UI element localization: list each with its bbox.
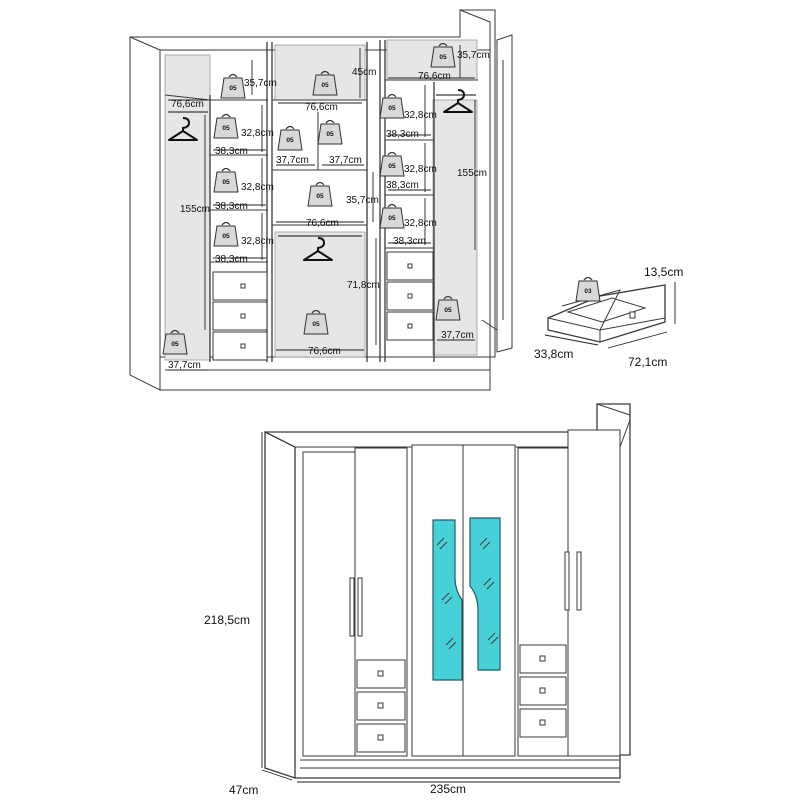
dim-label: 45cm [352,67,376,78]
dim-label: 76,6cm [171,99,204,110]
dim-label: 38,3cm [386,180,419,191]
svg-text:05: 05 [229,85,237,92]
svg-text:05: 05 [222,233,230,240]
dim-label: 76,6cm [305,102,338,113]
drawer-height-label: 13,5cm [644,265,683,279]
interior-view: 05 05 05 05 05 05 05 05 05 05 05 05 05 0… [129,9,513,391]
open-door [496,34,513,353]
svg-text:05: 05 [388,163,396,170]
dim-label: 37,7cm [168,360,201,371]
dim-label: 32,8cm [404,164,437,175]
svg-text:05: 05 [286,137,294,144]
dim-label: 38,3cm [393,236,426,247]
dim-label: 76,6cm [418,71,451,82]
dim-label: 35,7cm [346,195,379,206]
dim-label: 35,7cm [457,50,490,61]
dim-label: 38,3cm [215,146,248,157]
dim-label: 38,3cm [386,129,419,140]
dim-label: 38,3cm [215,201,248,212]
front-depth-label: 47cm [229,783,258,797]
svg-text:05: 05 [439,54,447,61]
dim-label: 32,8cm [404,110,437,121]
dim-label: 32,8cm [404,218,437,229]
door-handle [357,577,363,637]
cabinet-outline [129,9,496,391]
svg-text:05: 05 [388,215,396,222]
door-handle [349,577,355,637]
front-height-label: 218,5cm [204,613,250,627]
dim-label: 155cm [457,168,487,179]
dim-label: 76,6cm [306,218,339,229]
svg-text:03: 03 [584,288,592,295]
dim-label: 37,7cm [441,330,474,341]
svg-text:05: 05 [222,179,230,186]
dim-label: 32,8cm [241,182,274,193]
door-handle [576,551,582,611]
svg-text:05: 05 [312,321,320,328]
svg-text:05: 05 [326,131,334,138]
dim-label: 155cm [180,204,210,215]
dim-label: 37,7cm [329,155,362,166]
dim-label: 38,3cm [215,254,248,265]
svg-text:05: 05 [321,82,329,89]
dim-label: 37,7cm [276,155,309,166]
svg-text:05: 05 [171,341,179,348]
svg-text:05: 05 [222,125,230,132]
dim-label: 76,6cm [308,346,341,357]
dim-label: 71,8cm [347,280,380,291]
mirror-left [432,519,463,681]
dim-label: 32,8cm [241,236,274,247]
front-width-label: 235cm [430,782,466,796]
dim-label: 32,8cm [241,128,274,139]
drawer-width-label: 72,1cm [628,355,667,369]
dim-label: 35,7cm [244,78,277,89]
svg-text:05: 05 [444,307,452,314]
mirror-right [469,517,501,671]
drawer-depth-label: 33,8cm [534,347,573,361]
svg-text:05: 05 [388,105,396,112]
door-handle [564,551,570,611]
drawer-detail: 03 13,5cm 33,8cm 72,1cm [534,265,683,369]
front-view: 218,5cm 47cm 235cm [204,403,631,797]
svg-text:05: 05 [316,193,324,200]
